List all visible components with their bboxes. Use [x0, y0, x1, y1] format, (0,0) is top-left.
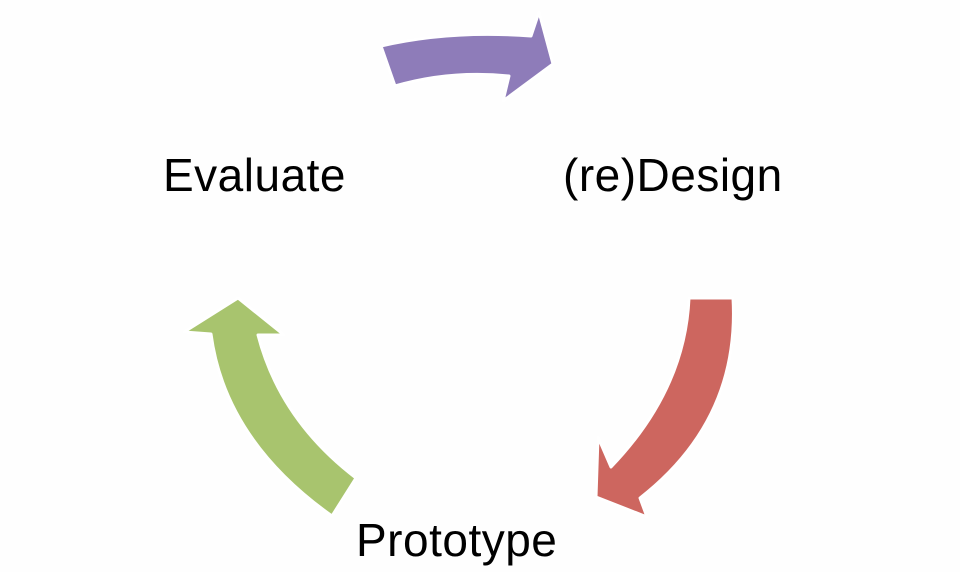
- arrow-prototype-to-evaluate: [182, 296, 358, 518]
- arrow-evaluate-to-redesign: [379, 10, 555, 103]
- stage-label-prototype: Prototype: [356, 514, 558, 566]
- stage-label-evaluate: Evaluate: [163, 149, 347, 201]
- arrow-redesign-to-prototype: [594, 296, 735, 519]
- stage-label-redesign: (re)Design: [563, 149, 783, 201]
